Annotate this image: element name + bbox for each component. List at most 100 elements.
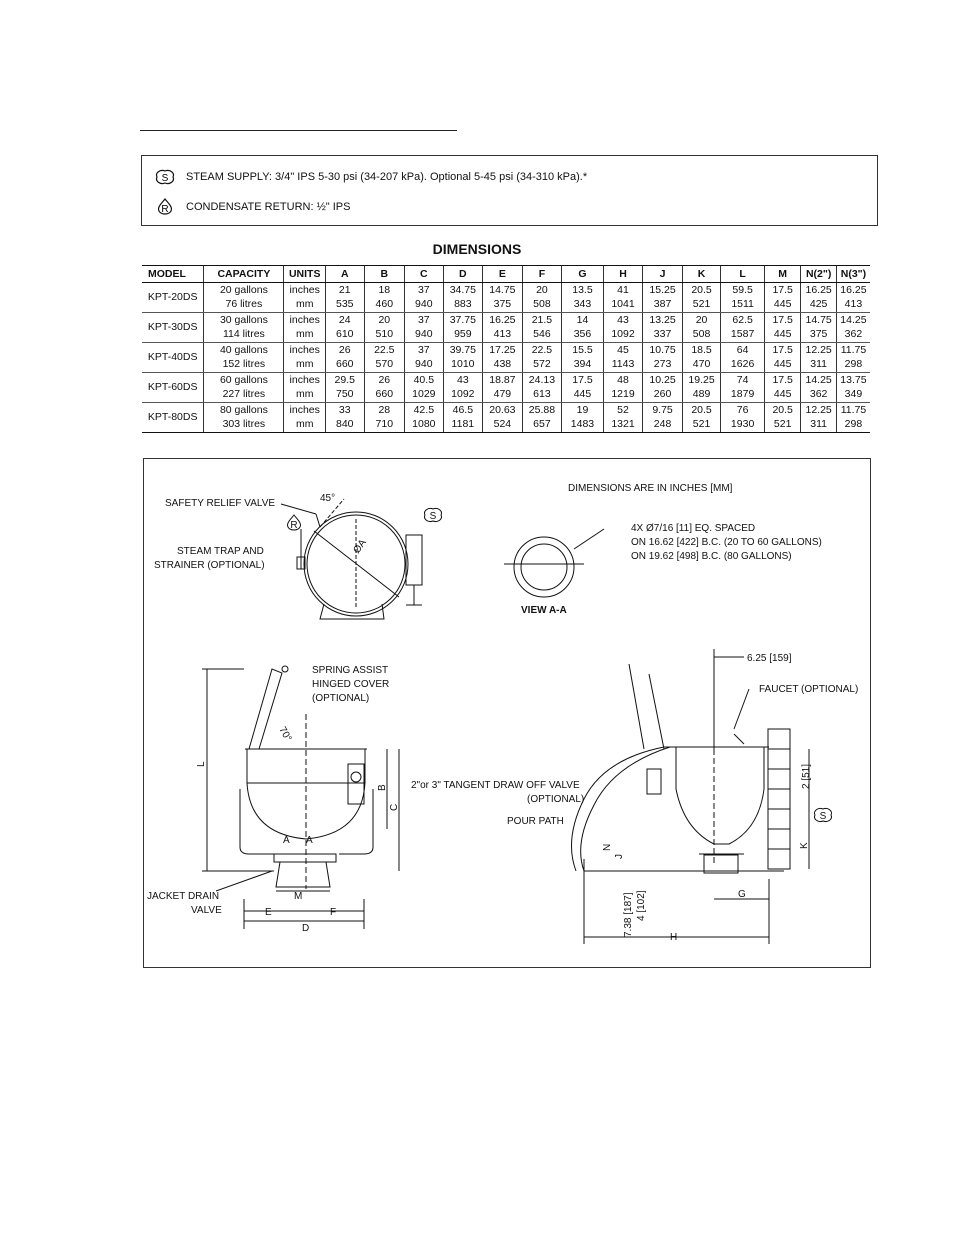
value-cell-line: 940 [415,297,433,310]
value-cell-line: 394 [573,357,592,370]
header-rule [140,130,457,131]
value-cell-line: 11.75 [840,344,867,356]
value-cell-line: 445 [773,387,792,400]
value-cell-line: 375 [493,297,512,310]
steam-supply-row: S STEAM SUPPLY: 3/4" IPS 5-30 psi (34-20… [154,168,587,186]
units-cell-line: mm [295,297,314,310]
model-cell: KPT-20DS [142,282,204,313]
value-cell-line: 41 [617,284,629,296]
kettle-diagram: S R S SAFETY RELIEF VALVE 45° STEAM TRAP… [143,458,871,968]
value-cell-line: 13.25 [649,314,676,326]
letter-J: J [614,854,625,859]
value-cell-line: 375 [809,327,828,340]
label-dia-a: ØA [351,537,368,555]
value-cell-line: 521 [692,297,711,310]
value-cell-line: 535 [335,297,354,310]
svg-text:S: S [430,511,437,522]
capacity-cell-line: 152 litres [222,357,266,370]
label-faucet: FAUCET (OPTIONAL) [759,684,858,695]
letter-M: M [294,891,302,902]
table-header-15: N(2") [800,265,837,283]
table-header-3: A [325,265,365,283]
value-cell-line: 1219 [611,387,635,400]
value-cell-line: 25.88 [528,404,556,416]
letter-K: K [799,842,810,849]
value-cell-line: 445 [773,357,792,370]
condensate-return-text: CONDENSATE RETURN: ½" IPS [186,201,351,213]
value-cell-line: 570 [375,357,394,370]
value-cell-line: 15.5 [572,344,593,356]
value-cell-line: 337 [653,327,672,340]
value-cell-line: 521 [773,417,792,430]
label-625: 6.25 [159] [747,653,792,664]
value-cell-line: 470 [692,357,711,370]
value-cell-line: 572 [533,357,551,370]
model-cell: KPT-80DS [142,402,204,433]
value-cell-line: 610 [335,327,354,340]
units-cell-line: inches [289,374,320,386]
label-45: 45° [320,493,335,504]
value-cell-line: 17.25 [489,344,516,356]
value-cell-line: 16.25 [805,284,832,296]
value-cell-line: 24.13 [528,374,556,386]
units-cell-line: inches [289,404,320,416]
value-cell-line: 37 [417,314,430,326]
value-cell-line: 59.5 [732,284,753,296]
value-cell-line: 356 [573,327,592,340]
letter-L: L [196,761,207,767]
label-spring-2: HINGED COVER [312,679,389,690]
value-cell-line: 40.5 [413,374,435,386]
value-cell-line: 298 [844,357,863,370]
value-cell-line: 445 [773,327,792,340]
label-spring-1: SPRING ASSIST [312,665,388,676]
table-header-13: L [720,265,765,283]
value-cell-line: 14.25 [805,374,832,386]
label-safety-relief: SAFETY RELIEF VALVE [165,498,275,509]
label-draw-off-1: 2"or 3" TANGENT DRAW OFF VALVE [411,780,580,791]
value-cell-line: 17.5 [772,344,793,356]
value-cell-line: 657 [533,417,551,430]
value-cell-line: 16.25 [840,284,867,296]
steam-supply-icon: S [424,508,442,522]
value-cell-line: 14.75 [805,314,832,326]
value-cell-line: 21 [338,284,351,296]
value-cell-line: 18.5 [691,344,712,356]
value-cell-line: 343 [573,297,592,310]
value-cell-line: 1041 [611,297,635,310]
svg-text:R: R [161,204,168,215]
value-cell-line: 19.25 [688,374,715,386]
value-cell-line: 660 [335,357,354,370]
top-view-circle [303,511,409,617]
value-cell-line: 840 [335,417,354,430]
